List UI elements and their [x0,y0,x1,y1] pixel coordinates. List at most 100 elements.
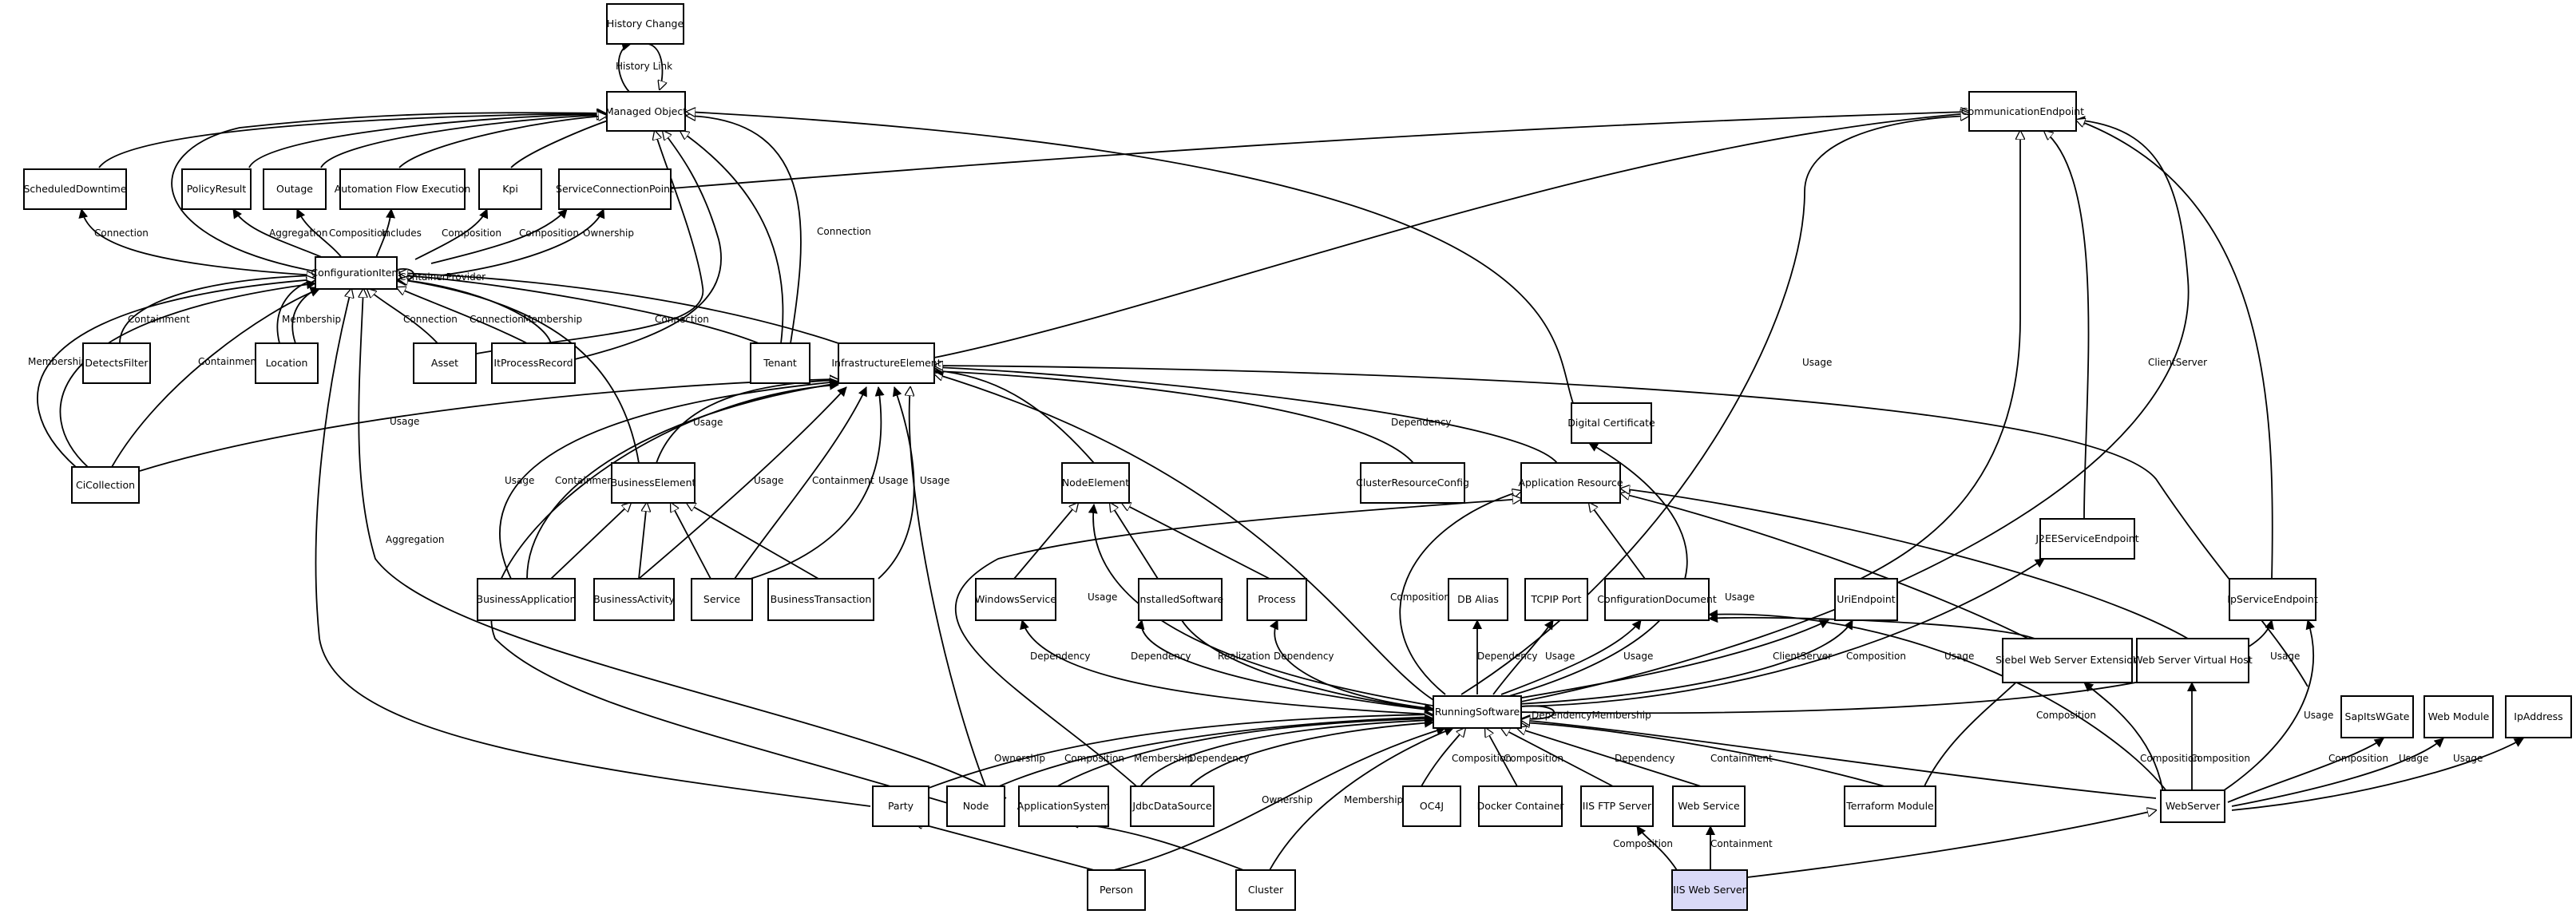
node-tcpip-port[interactable]: TCPIP Port [1524,578,1588,621]
node-windows-service[interactable]: WindowsService [975,578,1056,621]
edge-applicationresource-infra [934,367,1558,464]
edge-iiswebserver-webserver [1740,810,2156,879]
node-running-software[interactable]: RunningSoftware [1433,695,1522,729]
node-history-change[interactable]: History Change [606,3,684,45]
node-business-element[interactable]: BusinessElement [611,462,696,504]
label-usage: Usage [2453,753,2483,764]
label-membership: Membership [28,356,87,367]
svg-text:Automation Flow Execution: Automation Flow Execution [335,183,471,195]
node-docker-container[interactable]: Docker Container [1477,785,1565,827]
svg-text:Service: Service [703,593,741,605]
node-ci-collection[interactable]: CiCollection [71,466,140,504]
node-ip-service-endpoint[interactable]: IpServiceEndpoint [2227,578,2318,621]
node-iis-web-server[interactable]: IIS Web Server [1671,869,1748,911]
edge-serviceconnectionpoint-communicationendpoint [670,112,1969,189]
node-ip-address[interactable]: IpAddress [2505,695,2572,738]
node-cluster-resource-config[interactable]: ClusterResourceConfig [1356,462,1469,504]
node-iis-ftp-server[interactable]: IIS FTP Server [1580,785,1654,827]
svg-text:ServiceConnectionPoint: ServiceConnectionPoint [556,183,674,195]
svg-text:Managed Object: Managed Object [605,105,687,117]
svg-text:Web Service: Web Service [1678,800,1740,812]
label-dependency: Dependency [1030,651,1091,662]
label-clientserver: ClientServer [1773,651,1832,662]
edge-webserver-ipaddress [2231,738,2524,811]
node-kpi[interactable]: Kpi [478,168,542,210]
node-business-activity[interactable]: BusinessActivity [593,578,676,621]
edge-person-party [914,822,1095,871]
edge-configurationdocument-applicationresource [1589,503,1646,580]
node-cluster[interactable]: Cluster [1235,869,1296,911]
edge-installedsoftware-rs-realization [1181,619,1434,714]
node-infrastructure-element[interactable]: InfrastructureElement [831,342,941,384]
node-web-module[interactable]: Web Module [2423,695,2494,738]
node-service[interactable]: Service [691,578,753,621]
node-web-service[interactable]: Web Service [1672,785,1746,827]
svg-text:Web Server Virtual Host: Web Server Virtual Host [2133,654,2253,666]
label-usage: Usage [2304,710,2333,721]
node-automation-flow-execution[interactable]: Automation Flow Execution [335,168,471,210]
node-db-alias[interactable]: DB Alias [1448,578,1508,621]
node-sapits-gate[interactable]: SapItsWGate [2340,695,2414,738]
node-uri-endpoint[interactable]: UriEndpoint [1834,578,1898,621]
node-it-process-record[interactable]: ItProcessRecord [491,342,576,384]
node-person[interactable]: Person [1087,869,1146,911]
svg-text:DB Alias: DB Alias [1457,593,1499,605]
node-oc4j[interactable]: OC4J [1402,785,1461,827]
edge-ci-automation [375,208,396,260]
node-asset[interactable]: Asset [413,342,477,384]
svg-text:Person: Person [1100,884,1133,896]
node-configuration-document[interactable]: ConfigurationDocument [1597,578,1717,621]
node-scheduled-downtime[interactable]: ScheduledDowntime [23,168,127,210]
edge-j2ee-communicationendpoint [2044,131,2090,520]
node-communication-endpoint[interactable]: CommunicationEndpoint [1961,91,2084,132]
edge-installedsoftware-nodeelement [1110,503,1159,580]
node-web-server[interactable]: WebServer [2160,789,2225,823]
edge-webserver-webmodule [2231,738,2444,807]
svg-text:Siebel Web Server Extension: Siebel Web Server Extension [1995,654,2139,666]
edge-cluster-applicationsystem [1070,822,1254,875]
node-party[interactable]: Party [872,785,929,827]
label-composition: Composition [442,228,501,239]
edge-applicationsystem-infra [910,387,991,799]
node-business-application[interactable]: BusinessApplication [477,578,577,621]
node-process[interactable]: Process [1246,578,1307,621]
node-location[interactable]: Location [255,342,319,384]
label-aggregation: Aggregation [386,534,444,545]
svg-text:Terraform Module: Terraform Module [1845,800,1934,812]
node-configuration-item[interactable]: ConfigurationItem [311,256,402,290]
edge-jdbc-rs-dependency [1181,718,1434,799]
node-managed-object[interactable]: Managed Object [605,91,687,132]
node-outage[interactable]: Outage [263,168,327,210]
label-ownership: Ownership [994,753,1045,764]
node-detects-filter[interactable]: DetectsFilter [82,342,151,384]
edge-ci-outage [296,208,344,260]
node-node-element[interactable]: NodeElement [1061,462,1130,504]
node-siebel-web-server-extension[interactable]: Siebel Web Server Extension [1995,638,2139,683]
node-j2ee-service-endpoint[interactable]: J2EEServiceEndpoint [2035,518,2139,560]
edge-businessapplication-businesselement [550,503,631,580]
node-jdbc-data-source[interactable]: JdbcDataSource [1130,785,1215,827]
edge-nodeelement-infra [934,370,1095,464]
node-web-server-virtual-host[interactable]: Web Server Virtual Host [2133,638,2253,683]
node-tenant[interactable]: Tenant [750,342,810,384]
label-membership: Membership [523,314,582,325]
node-policy-result[interactable]: PolicyResult [181,168,252,210]
node-service-connection-point[interactable]: ServiceConnectionPoint [556,168,674,210]
edge-configurationitem-managedobject [171,113,605,272]
node-installed-software[interactable]: InstalledSoftware [1137,578,1224,621]
label-composition: Composition [1390,592,1450,603]
node-node[interactable]: Node [946,785,1005,827]
label-containment: Containment [1710,753,1773,764]
nodes: History Change Managed Object Communicat… [23,3,2572,911]
node-business-transaction[interactable]: BusinessTransaction [767,578,874,621]
edge-ci-serviceconnectionpoint-ownership [440,208,605,276]
label-usage: Usage [1088,592,1117,603]
svg-text:Tenant: Tenant [763,357,797,369]
label-dependency: Dependency [1274,651,1334,662]
node-terraform-module[interactable]: Terraform Module [1844,785,1936,827]
node-application-system[interactable]: ApplicationSystem [1017,785,1110,827]
node-application-resource[interactable]: Application Resource [1518,462,1623,504]
node-digital-certificate[interactable]: Digital Certificate [1567,402,1655,444]
label-usage: Usage [1545,651,1575,662]
edge-webserver-siebel [2083,682,2165,799]
